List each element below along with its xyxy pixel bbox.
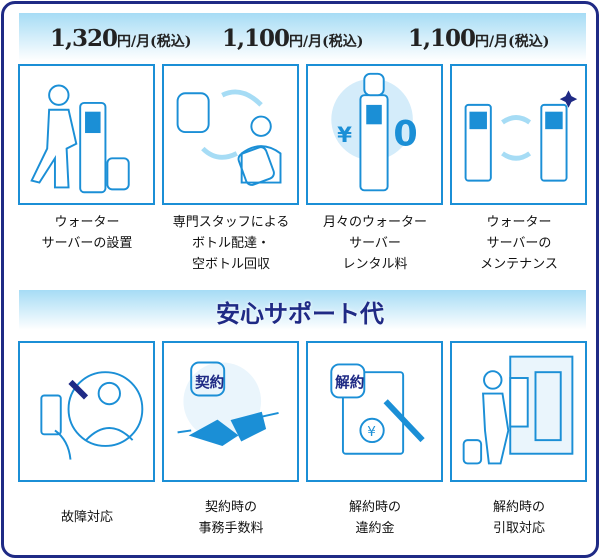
bottle-delivery-icon [162, 64, 299, 205]
cancellation-badge: 解約 [335, 374, 364, 392]
price-amount: 1,320 [50, 25, 118, 52]
service-label-installation: ウォーターサーバーの設置 [41, 215, 133, 251]
maintenance-icon [450, 64, 587, 205]
pickup-truck-icon [450, 341, 587, 482]
zero-sign: 0 [393, 115, 417, 155]
price-amount: 1,100 [222, 25, 290, 52]
contract-badge: 契約 [194, 374, 224, 392]
support-label-contract: 契約時の事務手数料 [198, 500, 264, 536]
rental-fee-icon: ¥0 [306, 64, 443, 205]
service-label-delivery: 専門スタッフによるボトル配達・空ボトル回収 [172, 215, 290, 272]
price-2: 1,100円/月(税込) [222, 25, 363, 52]
repair-icon [18, 341, 155, 482]
support-band [19, 290, 586, 330]
cancellation-fee-icon: 解約 ¥ [306, 341, 443, 482]
price-band [19, 13, 586, 61]
price-1: 1,320円/月(税込) [50, 25, 191, 52]
service-label-rental: 月々のウォーターサーバーレンタル料 [322, 215, 427, 272]
price-unit: 円/月(税込) [289, 34, 364, 50]
support-label-repair: 故障対応 [60, 510, 113, 525]
installation-icon [18, 64, 155, 205]
price-3: 1,100円/月(税込) [408, 25, 549, 52]
service-label-maintenance: ウォーターサーバーのメンテナンス [480, 215, 558, 272]
yen-sign: ¥ [337, 123, 352, 148]
price-unit: 円/月(税込) [475, 34, 550, 50]
support-title: 安心サポート代 [216, 299, 384, 328]
contract-icon: 契約 [162, 341, 299, 482]
yen-sign: ¥ [367, 424, 376, 440]
support-label-cancellation: 解約時の違約金 [348, 500, 401, 536]
price-amount: 1,100 [408, 25, 476, 52]
support-label-pickup: 解約時の引取対応 [492, 500, 545, 536]
price-unit: 円/月(税込) [117, 34, 192, 50]
